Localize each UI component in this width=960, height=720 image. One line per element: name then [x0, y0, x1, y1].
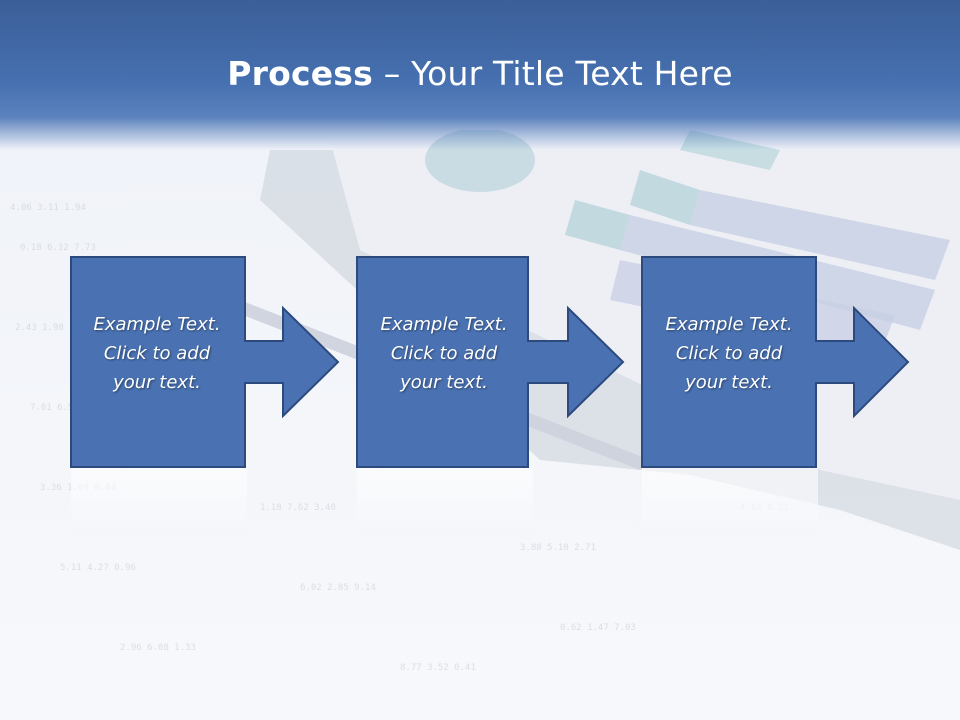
title-bold: Process — [227, 54, 373, 93]
svg-text:1.18 7.62 3.40: 1.18 7.62 3.40 — [260, 503, 336, 513]
svg-text:2.43 1.98 5.62: 2.43 1.98 5.62 — [15, 323, 91, 333]
svg-text:6.02 2.85 9.14: 6.02 2.85 9.14 — [300, 583, 376, 593]
arrow-box-shape — [641, 256, 910, 468]
step-line: Click to add — [675, 343, 783, 364]
title-rest: Your Title Text Here — [411, 54, 733, 93]
svg-text:0.62 1.47 7.03: 0.62 1.47 7.03 — [560, 623, 636, 633]
step-text[interactable]: Example Text. Click to add your text. — [641, 310, 817, 397]
process-step-1[interactable]: Example Text. Click to add your text. — [70, 256, 340, 468]
step-reflection — [642, 468, 818, 538]
step-reflection — [71, 468, 247, 538]
header-band — [0, 0, 960, 150]
step-text[interactable]: Example Text. Click to add your text. — [72, 310, 242, 397]
step-line: your text. — [400, 372, 488, 393]
step-line: your text. — [685, 372, 773, 393]
step-reflection — [357, 468, 533, 538]
step-line: Example Text. — [380, 314, 508, 335]
svg-text:0.18 6.32 7.73: 0.18 6.32 7.73 — [20, 243, 96, 253]
slide-title[interactable]: Process – Your Title Text Here — [0, 52, 960, 96]
svg-text:3.88 5.10 2.71: 3.88 5.10 2.71 — [520, 543, 596, 553]
step-text[interactable]: Example Text. Click to add your text. — [356, 310, 532, 397]
step-line: Example Text. — [93, 314, 221, 335]
step-line: Click to add — [103, 343, 211, 364]
step-line: Example Text. — [665, 314, 793, 335]
process-step-2[interactable]: Example Text. Click to add your text. — [356, 256, 626, 468]
svg-text:5.11 4.27 0.96: 5.11 4.27 0.96 — [60, 563, 136, 573]
svg-text:8.77 3.52 0.41: 8.77 3.52 0.41 — [400, 663, 476, 673]
process-step-3[interactable]: Example Text. Click to add your text. — [641, 256, 911, 468]
svg-text:2.96 6.08 1.33: 2.96 6.08 1.33 — [120, 643, 196, 653]
arrow-box-shape — [356, 256, 625, 468]
title-separator: – — [373, 54, 412, 93]
step-line: Click to add — [390, 343, 498, 364]
svg-text:4.06 3.11 1.94: 4.06 3.11 1.94 — [10, 203, 86, 213]
svg-text:7.01 6.54 2.13: 7.01 6.54 2.13 — [30, 403, 106, 413]
arrow-box-shape — [70, 256, 340, 468]
step-line: your text. — [113, 372, 201, 393]
